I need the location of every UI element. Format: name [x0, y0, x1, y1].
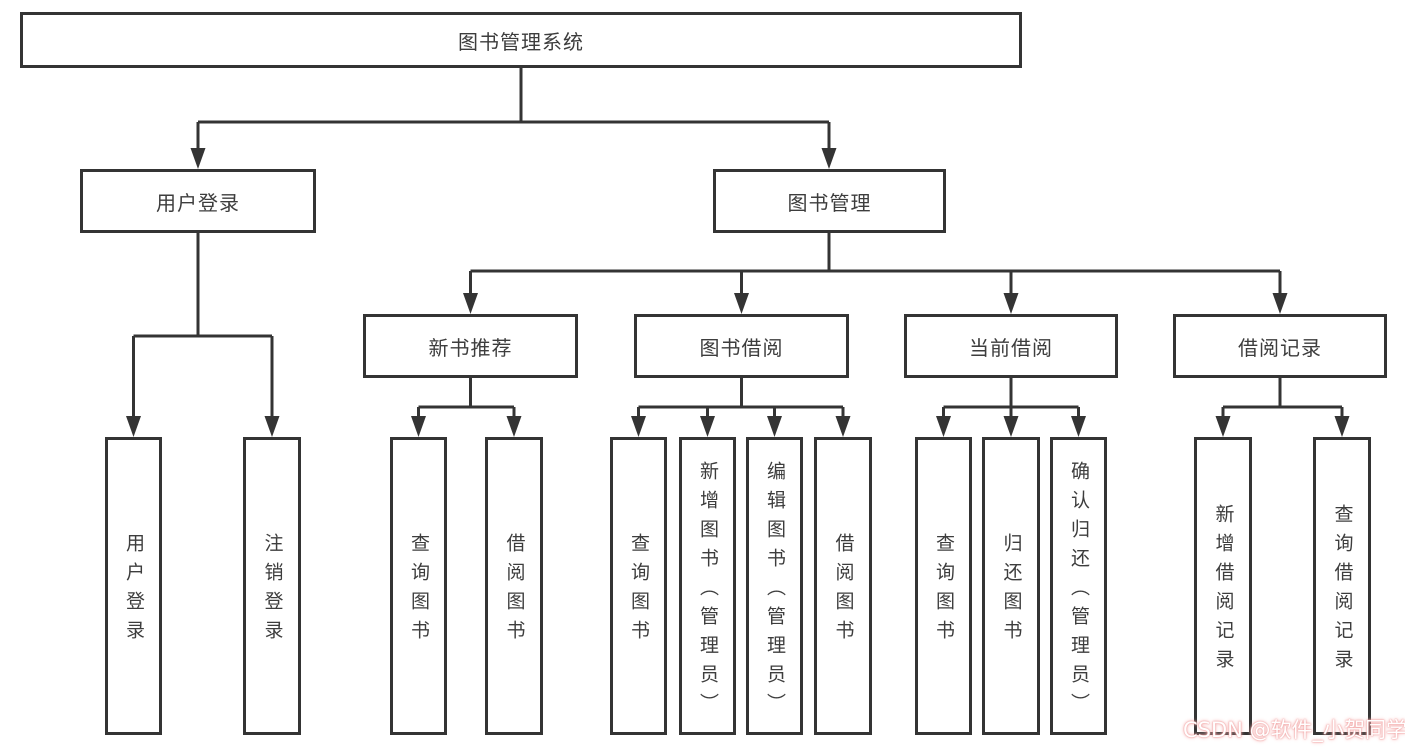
csdn-watermark: CSDN @软件_小贺同学: [1183, 718, 1405, 742]
node-label: 新书推荐: [428, 335, 513, 360]
arrowheads: [126, 148, 1350, 437]
leaf-user-login: 用户登录: [105, 437, 162, 735]
node-current-borrowing: 当前借阅: [904, 314, 1118, 378]
node-library-management-system: 图书管理系统: [20, 12, 1022, 68]
node-label: 当前借阅: [969, 335, 1053, 360]
leaf-query-books-borrowing: 查询图书: [610, 437, 667, 735]
node-label: 新增图书（管理员）: [697, 460, 719, 722]
node-label: 借阅记录: [1238, 335, 1322, 360]
leaf-logout: 注销登录: [243, 437, 301, 735]
node-label: 用户登录: [123, 533, 145, 649]
leaf-add-borrow-record: 新增借阅记录: [1194, 437, 1252, 735]
leaf-borrow-books-recommend: 借阅图书: [485, 437, 543, 735]
leaf-return-books: 归还图书: [982, 437, 1040, 735]
node-label: 注销登录: [261, 533, 284, 649]
node-label: 查询借阅记录: [1331, 504, 1354, 678]
node-label: 确认归还（管理员）: [1068, 460, 1090, 722]
leaf-borrow-books: 借阅图书: [814, 437, 872, 735]
node-label: 归还图书: [1000, 533, 1023, 649]
leaf-query-borrow-record: 查询借阅记录: [1313, 437, 1371, 735]
leaf-query-books-current: 查询图书: [915, 437, 972, 735]
node-label: 编辑图书（管理员）: [764, 460, 786, 722]
node-label: 图书管理系统: [458, 29, 584, 54]
node-label: 查询图书: [628, 533, 650, 649]
node-label: 借阅图书: [503, 533, 526, 649]
node-label: 用户登录: [156, 190, 240, 215]
node-book-management-branch: 图书管理: [713, 169, 946, 233]
leaf-query-books-recommend: 查询图书: [390, 437, 447, 735]
node-new-book-recommendation: 新书推荐: [363, 314, 578, 378]
node-label: 借阅图书: [832, 533, 855, 649]
node-label: 图书借阅: [699, 335, 784, 360]
node-borrowing-records: 借阅记录: [1173, 314, 1387, 378]
leaf-edit-books-admin: 编辑图书（管理员）: [746, 437, 803, 735]
leaf-add-books-admin: 新增图书（管理员）: [679, 437, 736, 735]
node-label: 新增借阅记录: [1212, 504, 1235, 678]
leaf-confirm-return-admin: 确认归还（管理员）: [1050, 437, 1107, 735]
node-label: 查询图书: [408, 533, 430, 649]
node-user-login-branch: 用户登录: [80, 169, 316, 233]
node-book-borrowing: 图书借阅: [634, 314, 849, 378]
node-label: 查询图书: [933, 533, 955, 649]
node-label: 图书管理: [787, 190, 872, 215]
